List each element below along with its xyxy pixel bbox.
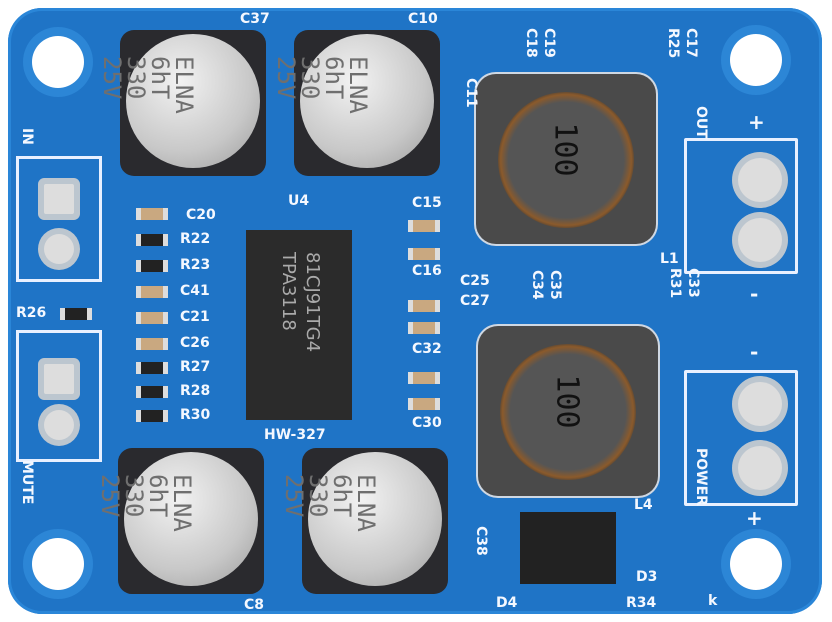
label-d4: D4 [496,595,518,611]
label-c26: C26 [180,335,210,351]
label-r26: R26 [16,305,47,321]
terminal-pad [738,218,782,262]
terminal-pad [738,382,782,426]
label-minus-out: - [750,282,759,306]
label-power: POWER [693,448,709,506]
header-pad [44,364,74,394]
label-r22: R22 [180,231,211,247]
electrolytic-capacitor: ELNA 6hT 330 25V [280,448,448,594]
label-c19: C19 [541,28,557,58]
label-c34: C34 [529,270,545,300]
label-c41: C41 [180,283,210,299]
label-d3: D3 [636,569,658,585]
label-c38: C38 [473,526,489,556]
label-plus-power: + [746,506,763,530]
label-c37: C37 [240,11,270,27]
mounting-hole [730,34,782,86]
label-u4: U4 [288,193,310,209]
terminal-pad [738,446,782,490]
chip-marking: 81CJ91TG4 TPA3118 [278,252,323,353]
label-r25: R25 [665,28,681,59]
inductor-marking: 100 [547,122,583,177]
power-terminal [684,370,798,506]
label-c21: C21 [180,309,210,325]
label-c25: C25 [460,273,490,289]
label-c16: C16 [412,263,442,279]
electrolytic-capacitor: ELNA 6hT 330 25V [272,30,440,176]
label-c11: C11 [463,78,479,108]
label-c27: C27 [460,293,490,309]
mounting-hole [730,538,782,590]
label-r28: R28 [180,383,211,399]
capacitor-marking: ELNA 6hT 330 25V [272,56,372,114]
mounting-hole [32,538,84,590]
label-c10: C10 [408,11,438,27]
label-in: IN [19,128,35,145]
terminal-pad [738,158,782,202]
label-r30: R30 [180,407,211,423]
label-mute: MUTE [19,460,35,505]
mute-header-outline [16,330,102,462]
diode-d3 [520,512,616,584]
inductor-marking: 100 [549,374,585,429]
label-out: OUT [693,106,709,139]
label-c33: C33 [685,268,701,298]
inductor-l1: 100 [476,74,656,244]
label-board-model: HW-327 [264,427,326,443]
header-pad [44,234,74,264]
label-minus-power: - [750,340,759,364]
label-c20: C20 [186,207,216,223]
tpa3118-chip: 81CJ91TG4 TPA3118 [246,230,352,420]
label-r31: R31 [667,268,683,299]
label-c18: C18 [523,28,539,58]
label-l1: L1 [660,251,679,267]
label-c30: C30 [412,415,442,431]
mounting-hole [32,36,84,88]
electrolytic-capacitor: ELNA 6hT 330 25V [98,30,266,176]
capacitor-marking: ELNA 6hT 330 25V [96,474,196,532]
label-c15: C15 [412,195,442,211]
label-l4: L4 [634,497,653,513]
label-c32: C32 [412,341,442,357]
pcb-board: ELNA 6hT 330 25V ELNA 6hT 330 25V ELNA 6… [8,8,822,614]
label-c35: C35 [547,270,563,300]
label-r34: R34 [626,595,657,611]
header-pad [44,184,74,214]
label-k: k [708,593,718,609]
label-c8: C8 [244,597,265,613]
label-c17: C17 [683,28,699,58]
inductor-l4: 100 [478,326,658,496]
label-plus-out: + [748,110,765,134]
header-pad [44,410,74,440]
electrolytic-capacitor: ELNA 6hT 330 25V [96,448,264,594]
output-terminal [684,138,798,274]
input-header-outline [16,156,102,282]
capacitor-marking: ELNA 6hT 330 25V [280,474,380,532]
label-r23: R23 [180,257,211,273]
label-r27: R27 [180,359,211,375]
capacitor-marking: ELNA 6hT 330 25V [98,56,198,114]
